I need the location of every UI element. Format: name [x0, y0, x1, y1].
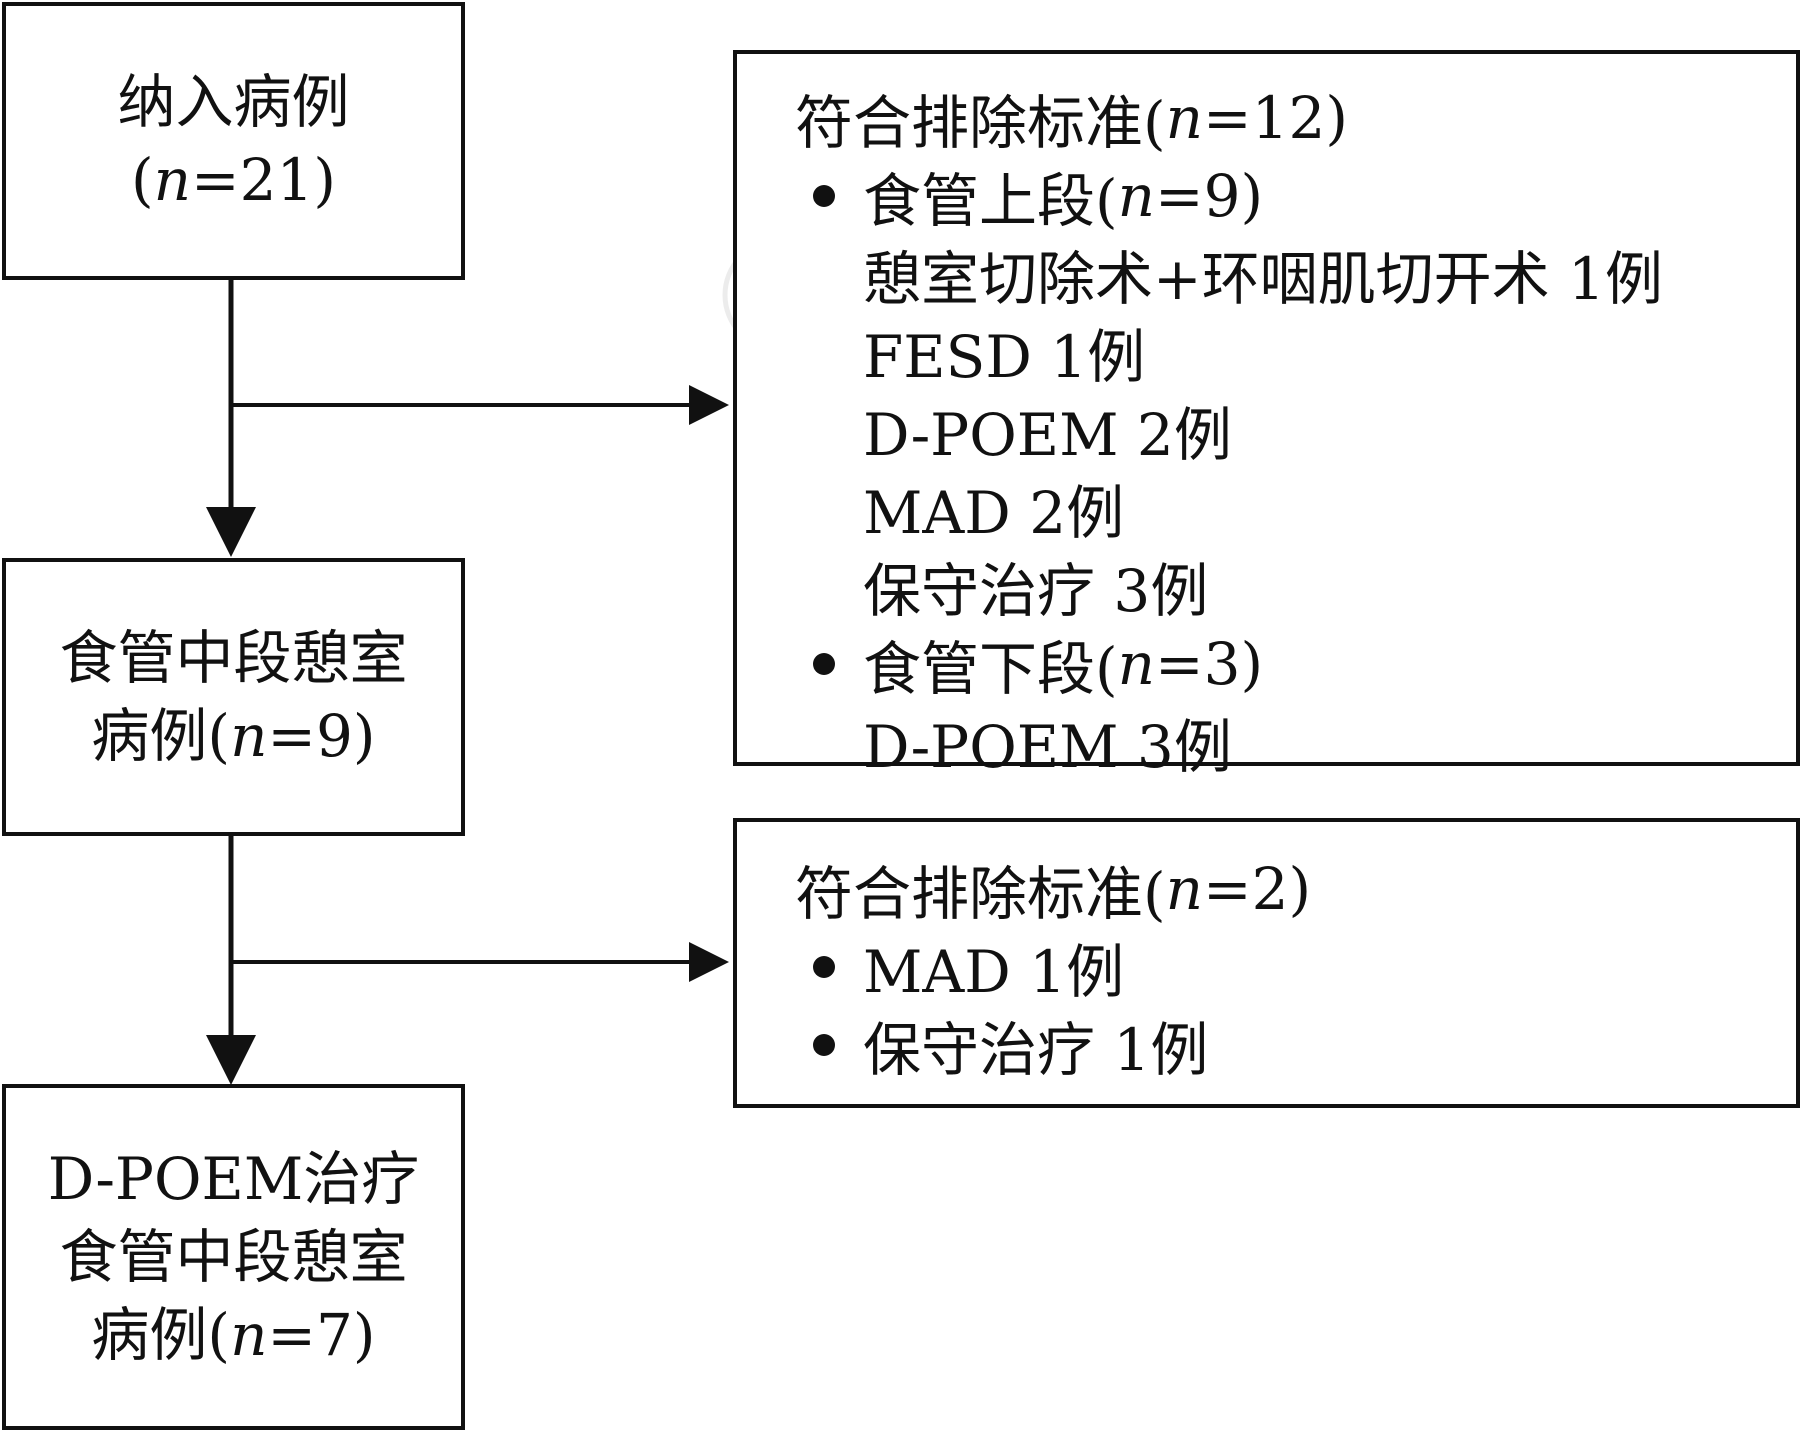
list-item: 保守治疗 1例: [795, 1006, 1796, 1084]
list-item: MAD 1例: [795, 928, 1796, 1006]
dpoem-treated-count: 病例(n=7): [91, 1301, 376, 1369]
dpoem-treated-sublabel: 食管中段憩室: [59, 1223, 408, 1291]
bullet-icon: [813, 1034, 835, 1056]
bullet-icon: [813, 956, 835, 978]
exclusion-criteria-box-1: 符合排除标准(n=12) 食管上段(n=9) 憩室切除术+环咽肌切开术 1例 F…: [733, 50, 1800, 781]
upper-esophagus-group: 食管上段(n=9): [795, 157, 1796, 235]
bullet-icon: [813, 185, 835, 207]
dpoem-treated-box: D-POEM治疗 食管中段憩室 病例(n=7): [2, 1084, 465, 1430]
list-item: MAD 2例: [863, 479, 1125, 547]
lower-esophagus-group: 食管下段(n=3): [795, 625, 1796, 703]
list-item: D-POEM 3例: [863, 713, 1232, 781]
list-item: 保守治疗 3例: [863, 557, 1209, 625]
list-item: D-POEM 2例: [863, 401, 1232, 469]
mid-esophageal-count: 病例(n=9): [91, 702, 376, 770]
included-cases-label: 纳入病例: [117, 68, 350, 136]
included-cases-count: (n=21): [130, 146, 337, 214]
exclusion-criteria-box-2: 符合排除标准(n=2) MAD 1例 保守治疗 1例: [733, 818, 1800, 1108]
exclusion-1-title: 符合排除标准(n=12): [795, 84, 1349, 157]
mid-esophageal-diverticulum-box: 食管中段憩室 病例(n=9): [2, 558, 465, 836]
mid-esophageal-label: 食管中段憩室: [59, 624, 408, 692]
included-cases-box: 纳入病例 (n=21): [2, 2, 465, 280]
bullet-icon: [813, 653, 835, 675]
list-item: 憩室切除术+环咽肌切开术 1例: [863, 245, 1663, 313]
dpoem-treated-label: D-POEM治疗: [47, 1145, 420, 1213]
exclusion-2-title: 符合排除标准(n=2): [795, 855, 1312, 928]
list-item: FESD 1例: [863, 323, 1146, 391]
